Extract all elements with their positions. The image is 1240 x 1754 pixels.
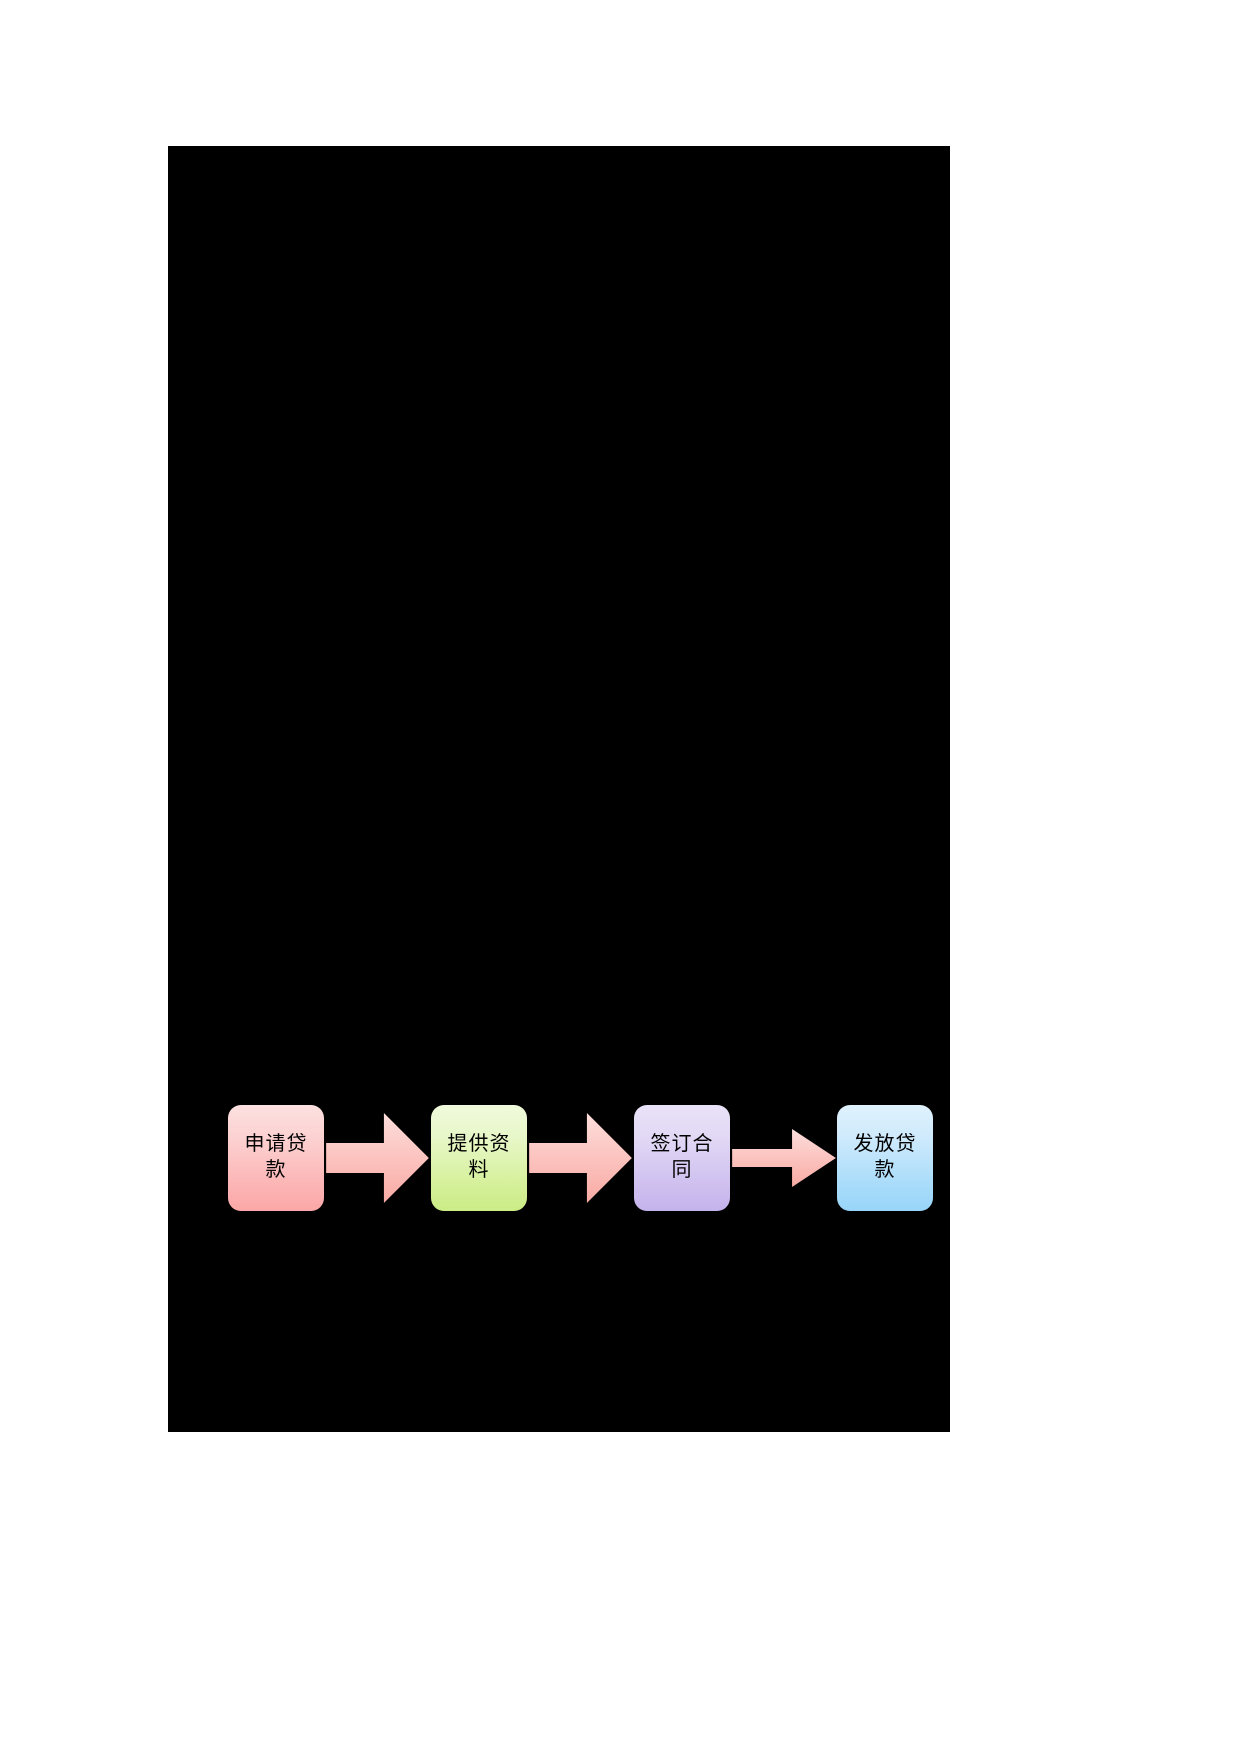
flow-node-label: 申请贷款 <box>244 1133 308 1181</box>
flow-node-label: 提供资料 <box>447 1133 511 1181</box>
arrow-head-icon <box>529 1113 632 1203</box>
flow-node-label: 发放贷款 <box>853 1133 917 1181</box>
flow-connector-arrow-2 <box>527 1105 634 1211</box>
flow-node-apply-loan[interactable]: 申请贷款 <box>228 1105 324 1211</box>
arrow-head-icon <box>326 1113 429 1203</box>
flow-node-provide-documents[interactable]: 提供资料 <box>431 1105 527 1211</box>
flow-node-disburse-loan[interactable]: 发放贷款 <box>837 1105 933 1211</box>
flow-node-sign-contract[interactable]: 签订合同 <box>634 1105 730 1211</box>
flow-node-label: 签订合同 <box>650 1133 714 1181</box>
arrow-head-icon <box>732 1129 836 1187</box>
process-flowchart: 申请贷款 提供资料 <box>228 1105 933 1211</box>
document-page: 申请贷款 提供资料 <box>168 146 950 1432</box>
flow-connector-arrow-1 <box>324 1105 431 1211</box>
flow-connector-arrow-3 <box>730 1105 837 1211</box>
